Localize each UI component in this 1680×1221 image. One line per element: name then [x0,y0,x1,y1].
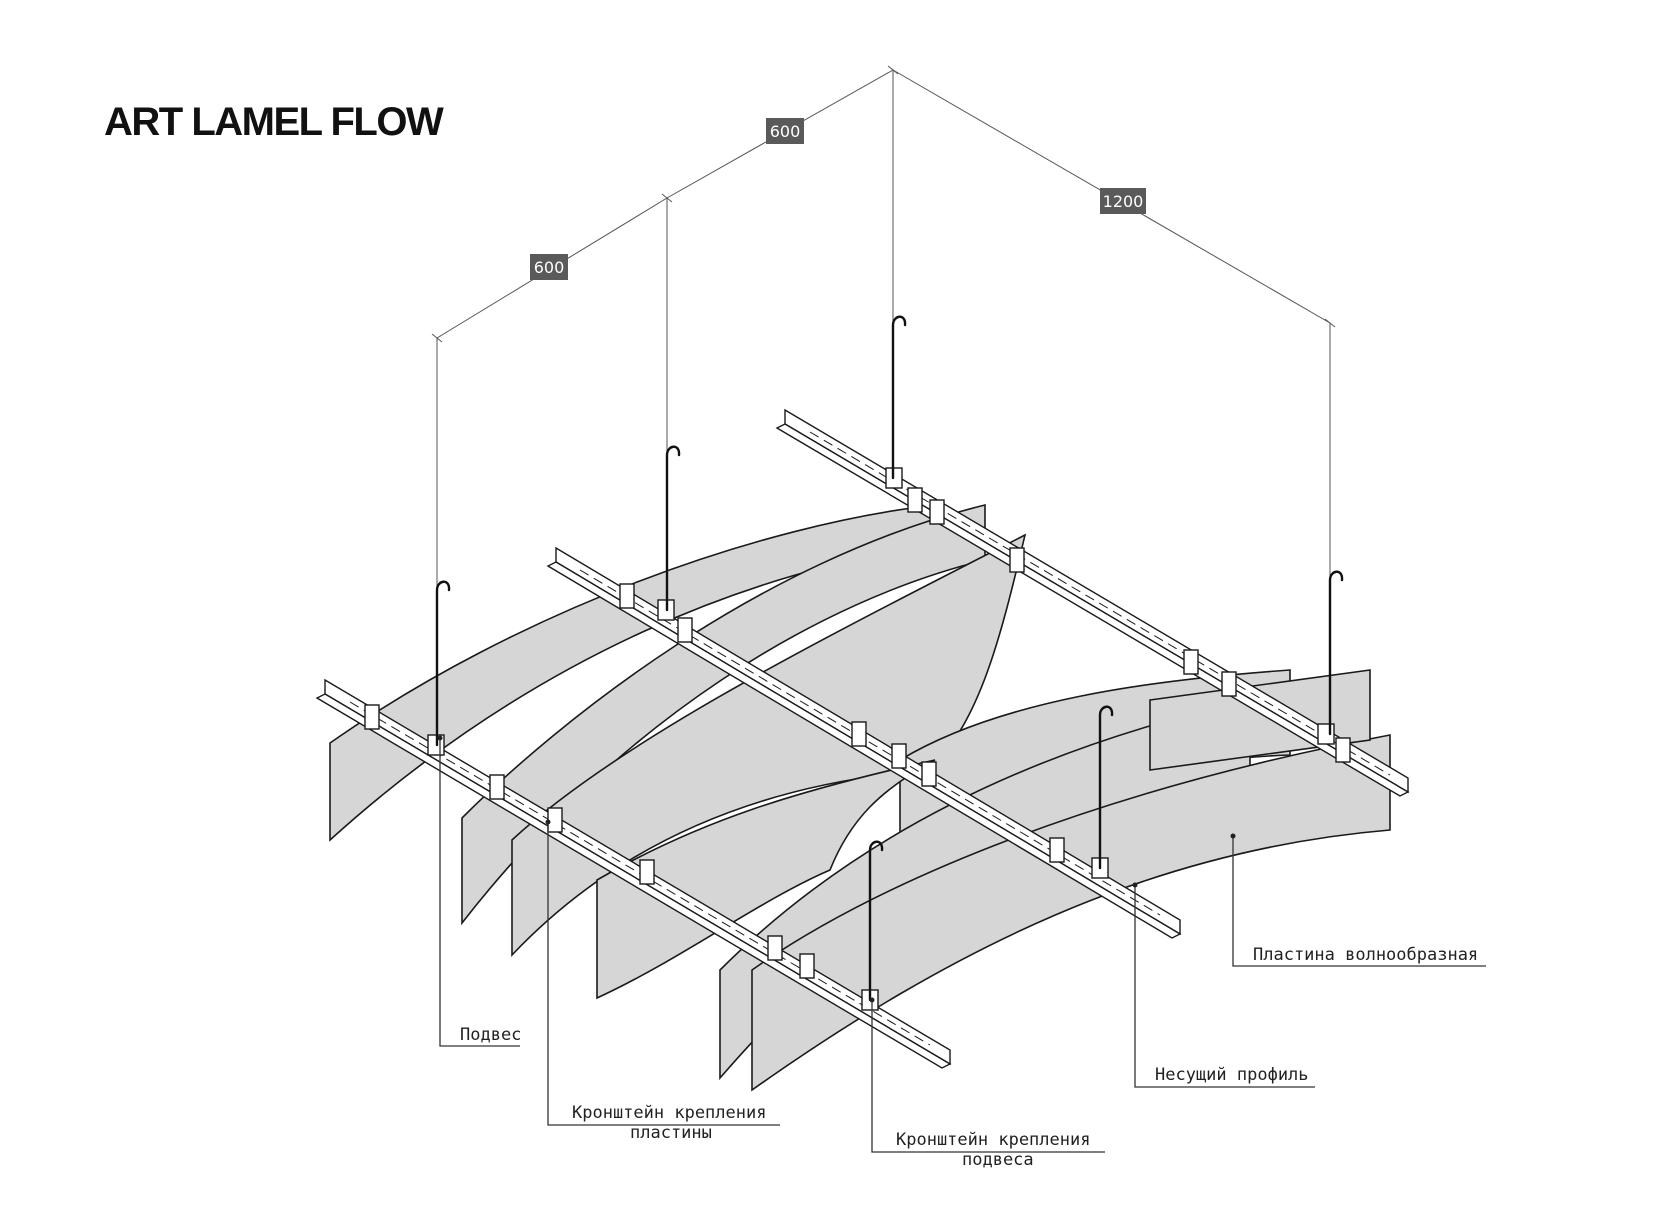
label-podves: Подвес [460,1025,521,1045]
dimension-value-middle: 600 [770,122,801,141]
plate-bracket [489,774,505,800]
hangers [435,315,1344,1002]
label-bracket-hanger-1: Кронштейн крепления [896,1130,1090,1150]
hanger-hook [1328,570,1344,736]
plate-bracket [1009,547,1025,573]
label-plate: Пластина волнообразная [1253,945,1478,965]
label-bracket-plate-2: пластины [630,1123,712,1143]
dimension-badge-middle: 600 [766,118,804,144]
dimension-badge-right: 1200 [1100,188,1146,214]
plate-bracket [799,953,815,979]
hanger-bracket [1317,723,1335,745]
plate-bracket [1335,737,1351,763]
hanger-hook [1098,705,1114,870]
plate-bracket [1183,649,1199,675]
plate-bracket [921,761,937,787]
hanger-hook [891,315,907,480]
plate-bracket [547,807,563,833]
hanger-hook [868,840,884,1002]
callouts: Подвес Кронштейн крепления пластины Крон… [437,735,1486,1170]
plate-bracket [677,617,693,643]
plate-bracket [929,499,945,525]
hanger-hook [435,580,451,747]
plate-bracket [891,743,907,769]
plate-bracket [767,935,783,961]
plate-bracket [1221,671,1237,697]
plate-bracket [639,859,655,885]
dimension-value-right: 1200 [1103,192,1144,211]
plate-bracket [907,487,923,513]
wave-panel [751,734,1391,1092]
plate-bracket [851,721,867,747]
plate-bracket [364,704,380,730]
plate-bracket [619,583,635,609]
dimension-badge-left: 600 [530,254,568,280]
wave-panel [511,533,1027,958]
dimension-value-left: 600 [534,258,565,277]
hanger-hook [665,445,681,612]
label-bracket-hanger-2: подвеса [962,1150,1034,1170]
label-carrier: Несущий профиль [1155,1065,1309,1085]
page-title: ART LAMEL FLOW [104,100,444,144]
label-bracket-plate-1: Кронштейн крепления [572,1103,766,1123]
plate-bracket [1049,837,1065,863]
wave-panel [596,759,936,1000]
